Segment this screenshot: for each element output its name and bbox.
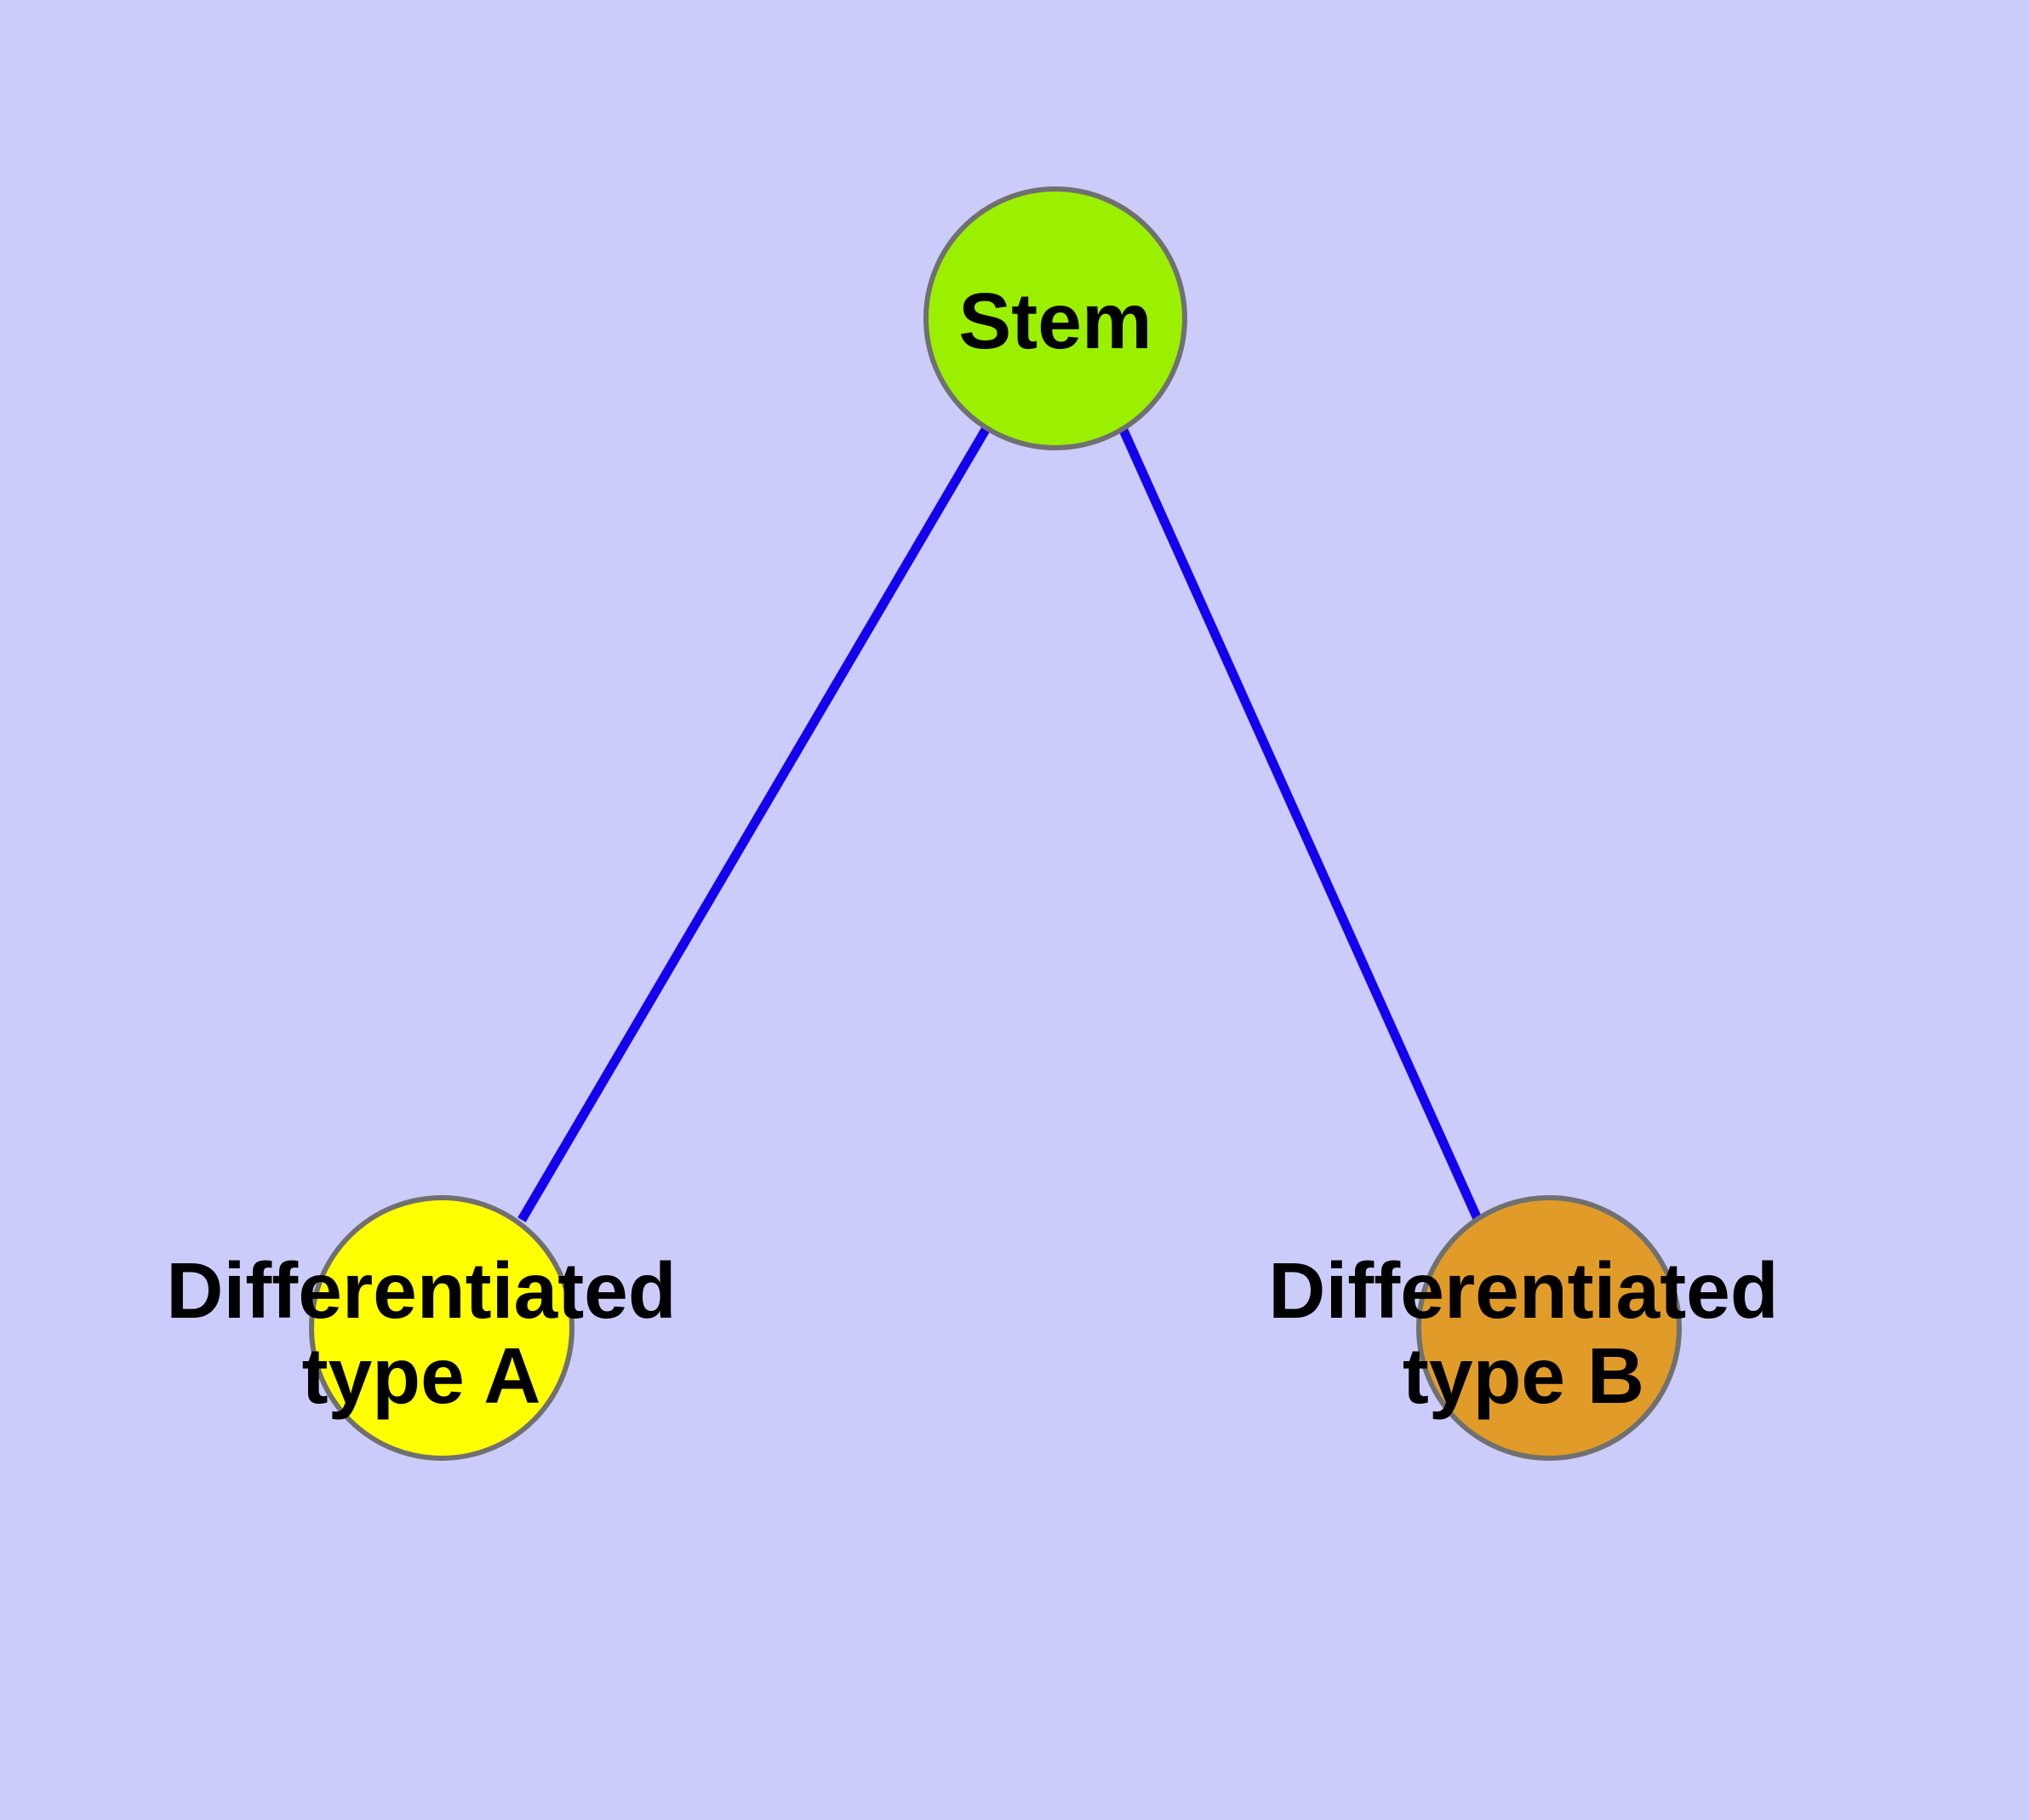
node-stem[interactable]: Stem [923,186,1187,450]
node-circle-differentiated-type-b[interactable] [1416,1195,1682,1461]
node-circle-stem[interactable] [923,186,1187,450]
node-label-type-a-line-2: type A [302,1331,541,1420]
edges-layer [517,426,1483,1223]
nodes-layer: Stem Differentiated type A Differentiate… [166,186,1779,1461]
node-label-type-b-line-2: type B [1403,1331,1644,1420]
node-label-type-b-line-1: Differentiated [1268,1246,1778,1335]
edge-stem-to-type-b[interactable] [1117,426,1483,1223]
node-differentiated-type-b[interactable]: Differentiated type B [1268,1195,1779,1461]
node-label-stem-line-1: Stem [958,277,1152,365]
edge-stem-to-type-a[interactable] [517,426,991,1222]
node-differentiated-type-a[interactable]: Differentiated type A [166,1195,677,1461]
node-circle-differentiated-type-a[interactable] [309,1195,574,1461]
node-label-type-a-line-1: Differentiated [166,1246,676,1335]
